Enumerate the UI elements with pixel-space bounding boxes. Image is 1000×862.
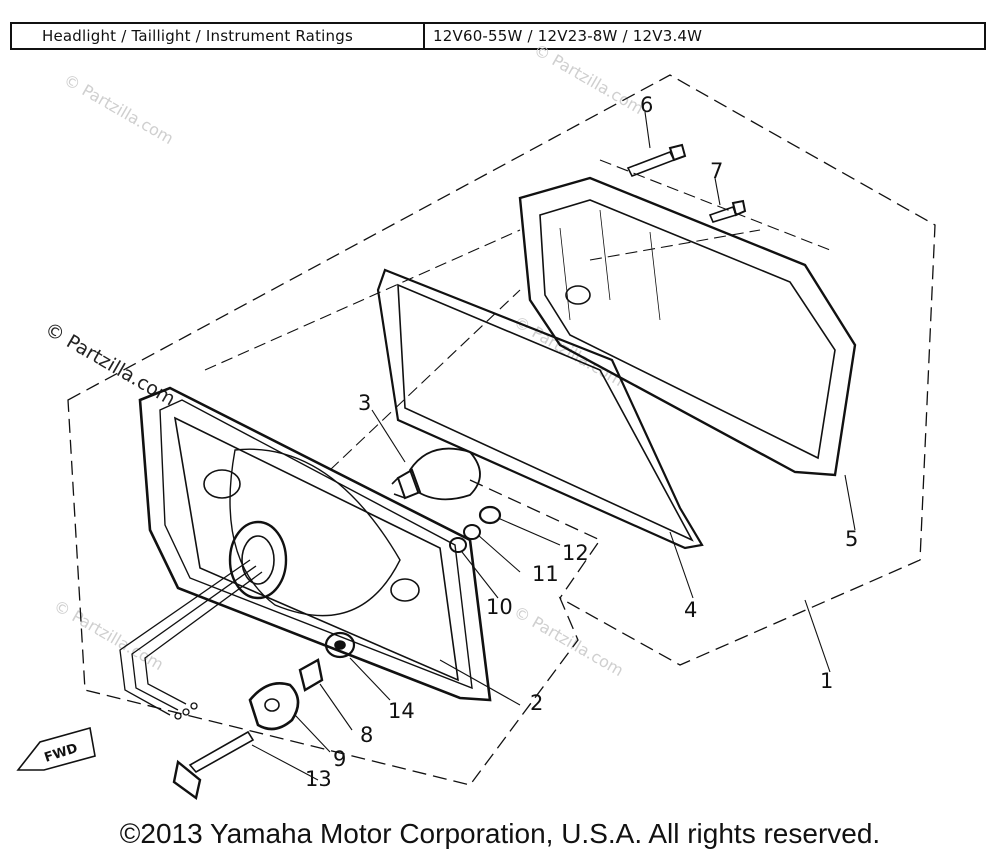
callout-1: 1 [820, 669, 833, 693]
grommet-9 [248, 682, 300, 731]
assembly-outline [67, 74, 936, 786]
bulb [391, 447, 481, 501]
gasket [376, 268, 704, 550]
washer-14 [324, 631, 356, 659]
wire-harness [119, 559, 263, 720]
collar-8 [298, 658, 324, 692]
callout-6: 6 [640, 93, 653, 117]
callout-3: 3 [358, 391, 371, 415]
guide-line [589, 229, 761, 261]
copyright-notice: ©2013 Yamaha Motor Corporation, U.S.A. A… [119, 818, 881, 849]
callout-8: 8 [360, 723, 373, 747]
headlight-housing [518, 176, 857, 477]
guide-line [204, 229, 521, 371]
callout-5: 5 [845, 527, 858, 551]
callout-10: 10 [486, 595, 513, 619]
sealed-beam [228, 448, 401, 617]
sub-assembly-outline [469, 479, 601, 599]
screw-7 [708, 199, 747, 223]
callout-2: 2 [530, 691, 543, 715]
ratings-value: 12V60-55W / 12V23-8W / 12V3.4W [433, 27, 703, 45]
nut-12 [478, 505, 502, 525]
callout-14: 14 [388, 699, 415, 723]
washer-10 [449, 537, 467, 553]
screw-13 [172, 730, 255, 801]
washer-11 [463, 524, 481, 540]
ratings-label: Headlight / Taillight / Instrument Ratin… [12, 24, 425, 48]
headlight-rim [138, 386, 492, 702]
callout-12: 12 [562, 541, 589, 565]
guide-line [599, 159, 831, 251]
screw-6 [626, 143, 687, 178]
guide-line [329, 289, 521, 471]
callout-4: 4 [684, 598, 697, 622]
callout-9: 9 [333, 747, 346, 771]
callout-7: 7 [710, 159, 723, 183]
ratings-table: Headlight / Taillight / Instrument Ratin… [10, 22, 986, 50]
fwd-arrow-icon [16, 726, 96, 771]
callout-13: 13 [305, 767, 332, 791]
callout-11: 11 [532, 562, 559, 586]
